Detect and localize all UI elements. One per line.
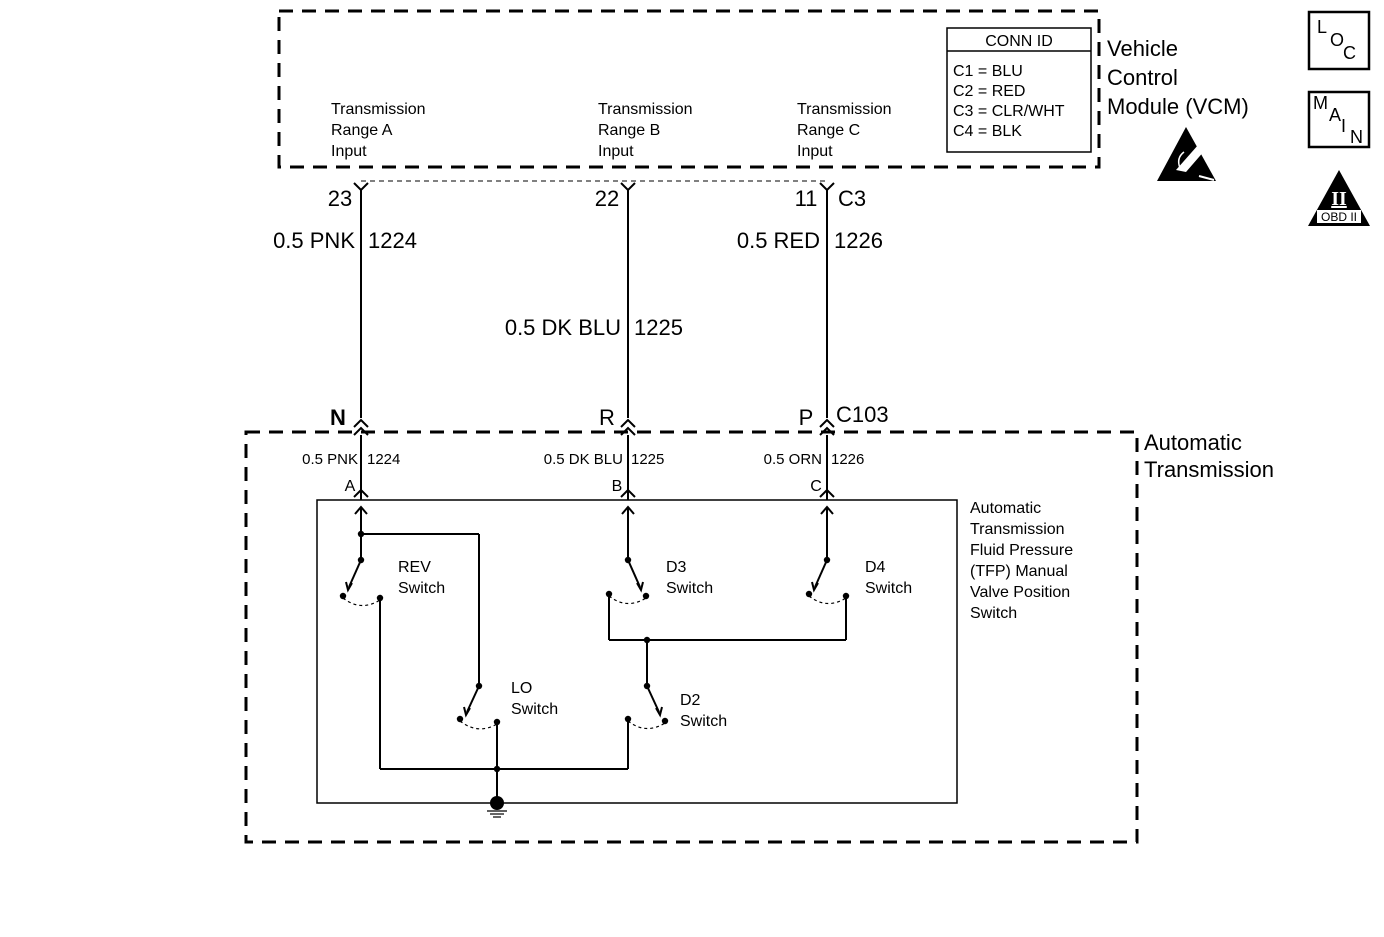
main-letter-n: N <box>1350 127 1363 147</box>
tfp-switch-assembly <box>316 499 958 804</box>
d2-switch-name: D2 <box>680 692 701 709</box>
transmission-title-line-2: Transmission <box>1144 457 1274 482</box>
pin-23: 23 <box>328 186 352 211</box>
wire-1225-color: 0.5 DK BLU <box>505 315 621 340</box>
input-c-line-1: Transmission <box>797 101 892 118</box>
vcm-module-outline <box>277 9 1101 169</box>
rev-switch-word: Switch <box>398 580 445 597</box>
input-b-line-3: Input <box>598 143 634 160</box>
c103-pin-n: N <box>330 405 346 430</box>
loc-letter-l: L <box>1317 17 1327 37</box>
input-a-line-3: Input <box>331 143 367 160</box>
loc-icon: L O C <box>1307 10 1371 71</box>
vcm-input-range-a: Transmission Range A Input <box>331 101 426 160</box>
wire-1225-circuit: 1225 <box>634 315 683 340</box>
tfp-label-line-4: (TFP) Manual <box>970 563 1068 580</box>
switch-terminal-chevrons <box>353 488 835 500</box>
conn-id-row-3: C3 = CLR/WHT <box>953 103 1065 120</box>
conn-id-row-2: C2 = RED <box>953 83 1025 100</box>
d2-switch <box>624 682 669 769</box>
c103-connector <box>353 418 835 436</box>
vcm-title-line-2: Control <box>1107 65 1178 90</box>
d4-switch <box>805 507 850 640</box>
lower-1226-color: 0.5 ORN <box>764 451 822 468</box>
lower-1224-circuit: 1224 <box>367 451 400 468</box>
vcm-title-line-3: Module (VCM) <box>1107 94 1249 119</box>
pin-11: 11 <box>795 186 818 211</box>
vcm-input-range-c: Transmission Range C Input <box>797 101 892 160</box>
vcm-title: Vehicle Control Module (VCM) <box>1107 36 1249 119</box>
lo-switch-name: LO <box>511 680 532 697</box>
connector-c3-label: C3 <box>838 186 866 211</box>
lower-1225-circuit: 1225 <box>631 451 664 468</box>
conn-id-table: CONN ID C1 = BLU C2 = RED C3 = CLR/WHT C… <box>946 27 1092 153</box>
pin-22: 22 <box>595 186 619 211</box>
main-icon: M A I N <box>1307 90 1371 149</box>
rev-switch-name: REV <box>398 559 431 576</box>
terminal-b: B <box>612 478 623 495</box>
d-common-bus <box>609 636 846 686</box>
tfp-label-line-2: Transmission <box>970 521 1065 538</box>
terminal-a: A <box>345 478 356 495</box>
wire-1224-color: 0.5 PNK <box>273 228 355 253</box>
tfp-label-line-3: Fluid Pressure <box>970 542 1073 559</box>
vcm-input-range-b: Transmission Range B Input <box>598 101 693 160</box>
loc-letter-o: O <box>1330 30 1344 50</box>
obd-ii-icon: II OBD II <box>1308 170 1370 226</box>
d4-switch-name: D4 <box>865 559 886 576</box>
lower-1226-circuit: 1226 <box>831 451 864 468</box>
wire-1226-circuit: 1226 <box>834 228 883 253</box>
conn-id-title: CONN ID <box>985 33 1053 50</box>
wire-1224-circuit: 1224 <box>368 228 417 253</box>
d3-switch-word: Switch <box>666 580 713 597</box>
lower-1224-color: 0.5 PNK <box>302 451 358 468</box>
tfp-label-line-1: Automatic <box>970 500 1041 517</box>
tfp-label-line-5: Valve Position <box>970 584 1070 601</box>
ground-icon <box>487 796 507 818</box>
transmission-title-line-1: Automatic <box>1144 430 1242 455</box>
input-b-line-2: Range B <box>598 122 660 139</box>
d3-switch-name: D3 <box>666 559 687 576</box>
lower-1225-color: 0.5 DK BLU <box>544 451 623 468</box>
internal-up-arrows <box>354 505 834 515</box>
lo-switch <box>456 534 501 795</box>
ground-bus <box>380 765 628 803</box>
loc-letter-c: C <box>1343 43 1356 63</box>
esd-sensitive-icon <box>1157 127 1216 181</box>
wire-1226-color: 0.5 RED <box>737 228 820 253</box>
input-c-line-3: Input <box>797 143 833 160</box>
rev-switch <box>339 507 479 769</box>
terminal-c: C <box>810 478 822 495</box>
vcm-title-line-1: Vehicle <box>1107 36 1178 61</box>
main-letter-a: A <box>1329 105 1341 125</box>
tfp-label-line-6: Switch <box>970 605 1017 622</box>
d4-switch-word: Switch <box>865 580 912 597</box>
input-a-line-2: Range A <box>331 122 393 139</box>
conn-id-row-4: C4 = BLK <box>953 123 1022 140</box>
transmission-outline <box>244 430 1139 844</box>
obd-ii-numeral: II <box>1331 188 1347 210</box>
d3-switch <box>605 507 650 640</box>
c103-label: C103 <box>836 402 889 427</box>
main-letter-i: I <box>1341 116 1346 136</box>
d2-switch-word: Switch <box>680 713 727 730</box>
input-c-line-2: Range C <box>797 122 860 139</box>
c103-pin-p: P <box>799 405 814 430</box>
input-b-line-1: Transmission <box>598 101 693 118</box>
tfp-switch-label: Automatic Transmission Fluid Pressure (T… <box>970 500 1073 622</box>
conn-id-row-1: C1 = BLU <box>953 63 1023 80</box>
obd-ii-label: OBD II <box>1321 210 1357 224</box>
lo-switch-word: Switch <box>511 701 558 718</box>
input-a-line-1: Transmission <box>331 101 426 118</box>
c103-pin-r: R <box>599 405 615 430</box>
main-letter-m: M <box>1313 93 1328 113</box>
